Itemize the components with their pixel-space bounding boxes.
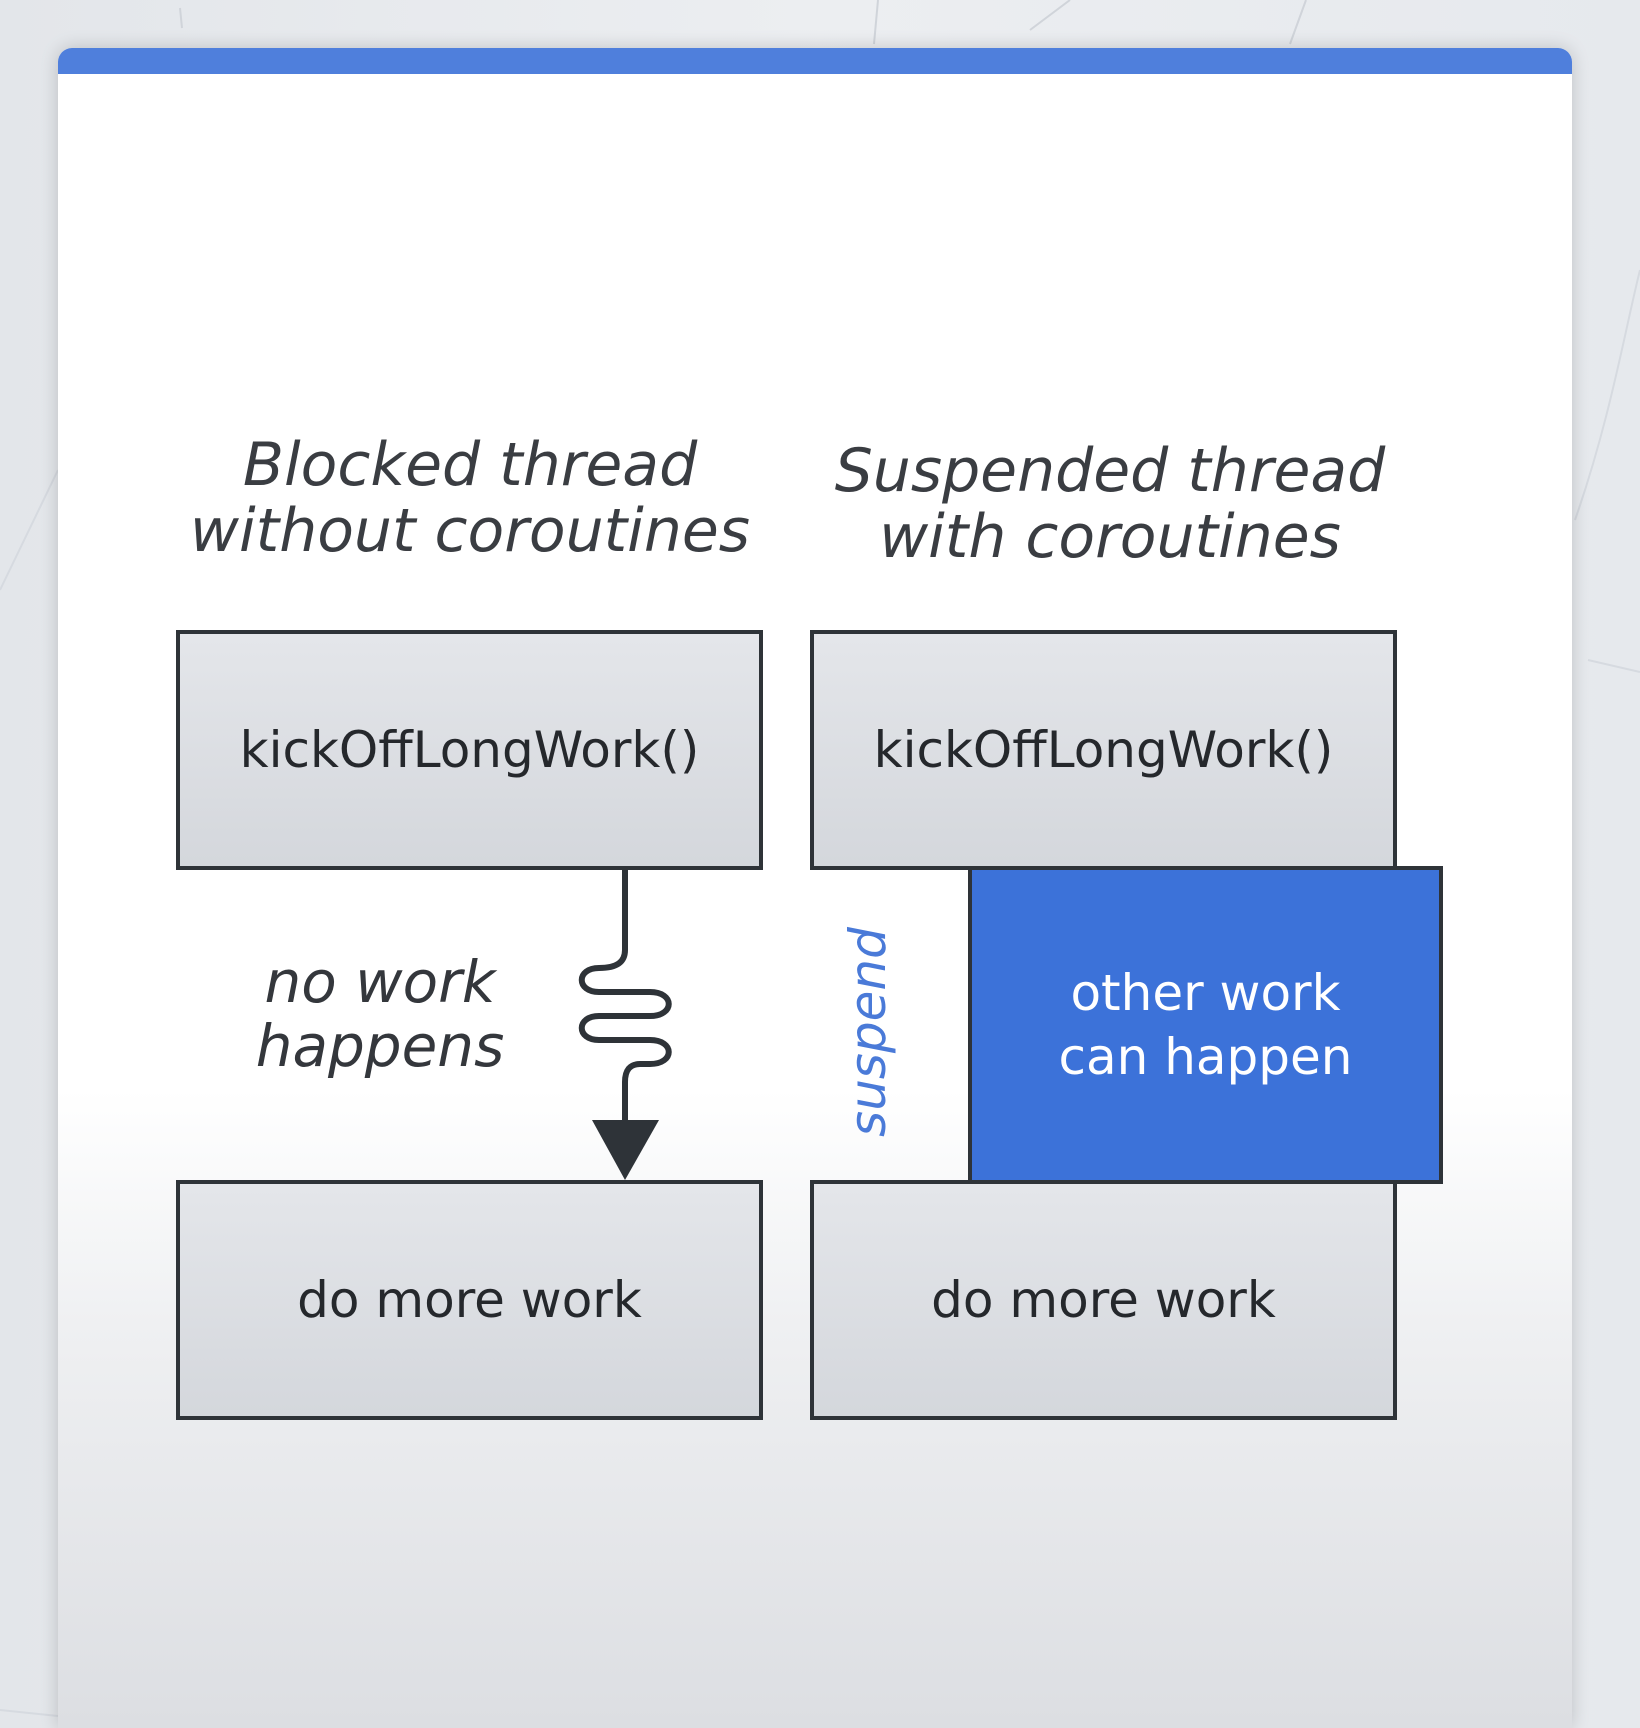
right-heading: Suspended thread with coroutines xyxy=(810,438,1410,570)
no-work-note-line2: happens xyxy=(255,1012,505,1080)
left-heading-line1: Blocked thread xyxy=(242,430,698,500)
other-work-line1: other work xyxy=(1070,964,1341,1022)
left-heading-line2: without coroutines xyxy=(189,496,751,566)
diagram-card xyxy=(58,48,1572,1728)
left-heading: Blocked thread without coroutines xyxy=(180,432,760,564)
suspend-label: suspend xyxy=(839,927,897,1137)
card-accent-bar xyxy=(58,48,1572,74)
right-heading-line2: with coroutines xyxy=(879,502,1341,572)
no-work-note: no work happens xyxy=(230,950,530,1078)
no-work-note-line1: no work xyxy=(264,948,496,1016)
other-work-box: other work can happen xyxy=(968,866,1443,1184)
right-heading-line1: Suspended thread xyxy=(834,436,1386,506)
right-kickoff-box: kickOffLongWork() xyxy=(810,630,1397,870)
right-do-more-work-box: do more work xyxy=(810,1180,1397,1420)
left-do-more-work-box: do more work xyxy=(176,1180,763,1420)
other-work-line2: can happen xyxy=(1058,1028,1353,1086)
left-kickoff-box: kickOffLongWork() xyxy=(176,630,763,870)
